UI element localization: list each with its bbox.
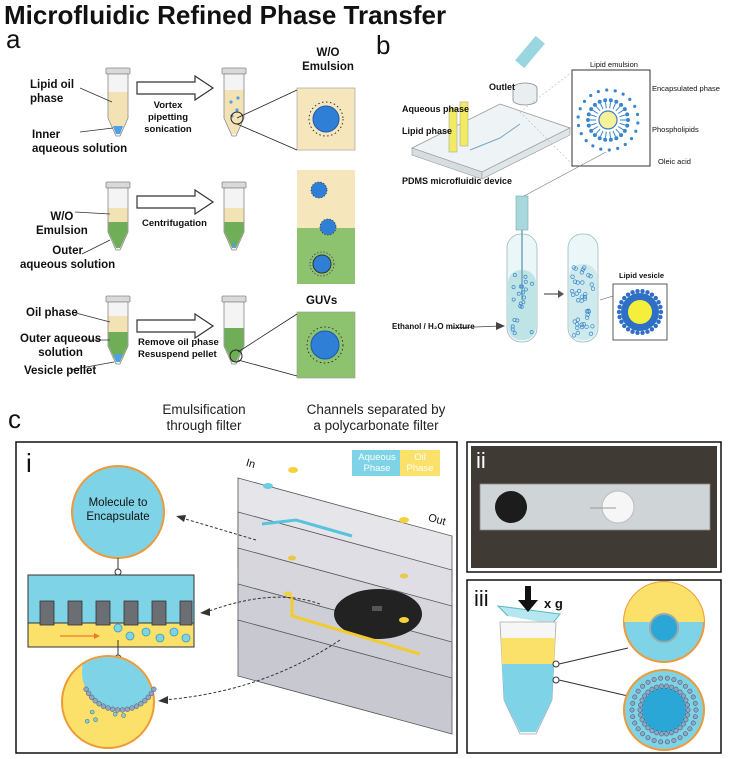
label-guvs: GUVs <box>306 295 338 307</box>
layer-5 <box>237 619 453 735</box>
tube-row3-b <box>221 295 247 365</box>
label-centrifugation: Centrifugation <box>142 218 207 229</box>
filter-pores <box>39 600 193 626</box>
label-lipid-emulsion: Lipid emulsion <box>590 60 638 69</box>
label-oil-phase: Oil phase <box>26 307 78 319</box>
label-outer-aqueous: Outer aqueous solution <box>20 245 116 271</box>
label-lipid-phase: Lipid phase <box>402 126 453 136</box>
panel-b-graphics <box>410 35 668 343</box>
panel-label-c: c <box>8 404 21 434</box>
caption-channels: Channels separated by a polycarbonate fi… <box>306 402 446 433</box>
label-outlet: Outlet <box>489 82 515 92</box>
label-lipid-oil-phase: Lipid oil phase <box>30 79 75 105</box>
label-outer-aqueous-row3: Outer aqueous solution <box>20 333 102 359</box>
arrow-vortex <box>136 74 215 102</box>
label-vortex: Vortex pipetting sonication <box>144 100 192 135</box>
sub-label-ii: ii <box>476 448 486 473</box>
panel-b-particles <box>510 88 664 338</box>
panel-label-a: a <box>6 24 21 54</box>
legend-oil-swatch <box>400 450 440 476</box>
label-molecule: Molecule to Encapsulate <box>86 497 150 523</box>
label-lipid-vesicle: Lipid vesicle <box>619 271 665 280</box>
aqueous-channel <box>261 518 353 538</box>
label-oleic-acid: Oleic acid <box>658 157 691 166</box>
label-centrifugal-force: x g <box>544 596 563 611</box>
centrifugation-view-oil <box>297 170 355 228</box>
label-vesicle-pellet: Vesicle pellet <box>24 365 97 377</box>
label-phospholipids: Phospholipids <box>652 125 699 134</box>
panel-a-graphics <box>69 67 356 379</box>
guv <box>310 330 340 360</box>
label-remove-oil: Remove oil phase Resuspend pellet <box>138 337 219 360</box>
label-aqueous-phase: Aqueous phase <box>402 104 470 114</box>
sub-label-i: i <box>26 448 32 478</box>
sub-label-iii: iii <box>474 586 489 611</box>
water-droplet <box>312 105 340 133</box>
label-wo-emulsion: W/O Emulsion <box>302 47 354 73</box>
tube-row2-a <box>105 181 131 251</box>
label-wo-emulsion-row2: W/O Emulsion <box>36 211 88 237</box>
filter-cross-section-oil <box>27 622 195 648</box>
panel-label-b: b <box>376 30 391 60</box>
label-pdms-device: PDMS microfluidic device <box>402 176 513 186</box>
oil-channel <box>290 596 421 656</box>
arrow-remove-oil <box>136 312 215 340</box>
label-ethanol-mixture: Ethanol / H₂O mixture <box>392 322 475 331</box>
figure-title: Microfluidic Refined Phase Transfer <box>4 0 447 30</box>
label-encapsulated-phase: Encapsulated phase <box>652 84 720 93</box>
label-inner-aqueous: Inner aqueous solution <box>32 129 128 155</box>
polycarbonate-filter <box>334 589 422 639</box>
legend-oil-label: Oil Phase <box>406 452 434 474</box>
tube-emulsion <box>221 67 247 137</box>
caption-emulsification: Emulsification through filter <box>162 402 246 433</box>
legend-aqueous-label: Aqueous Phase <box>358 452 396 474</box>
tube-row3-a <box>105 295 131 365</box>
tube-row2-b <box>221 181 247 251</box>
tube-lipid-oil <box>105 67 131 137</box>
legend-aqueous-swatch <box>352 450 400 476</box>
arrow-centrifugation <box>136 188 215 216</box>
